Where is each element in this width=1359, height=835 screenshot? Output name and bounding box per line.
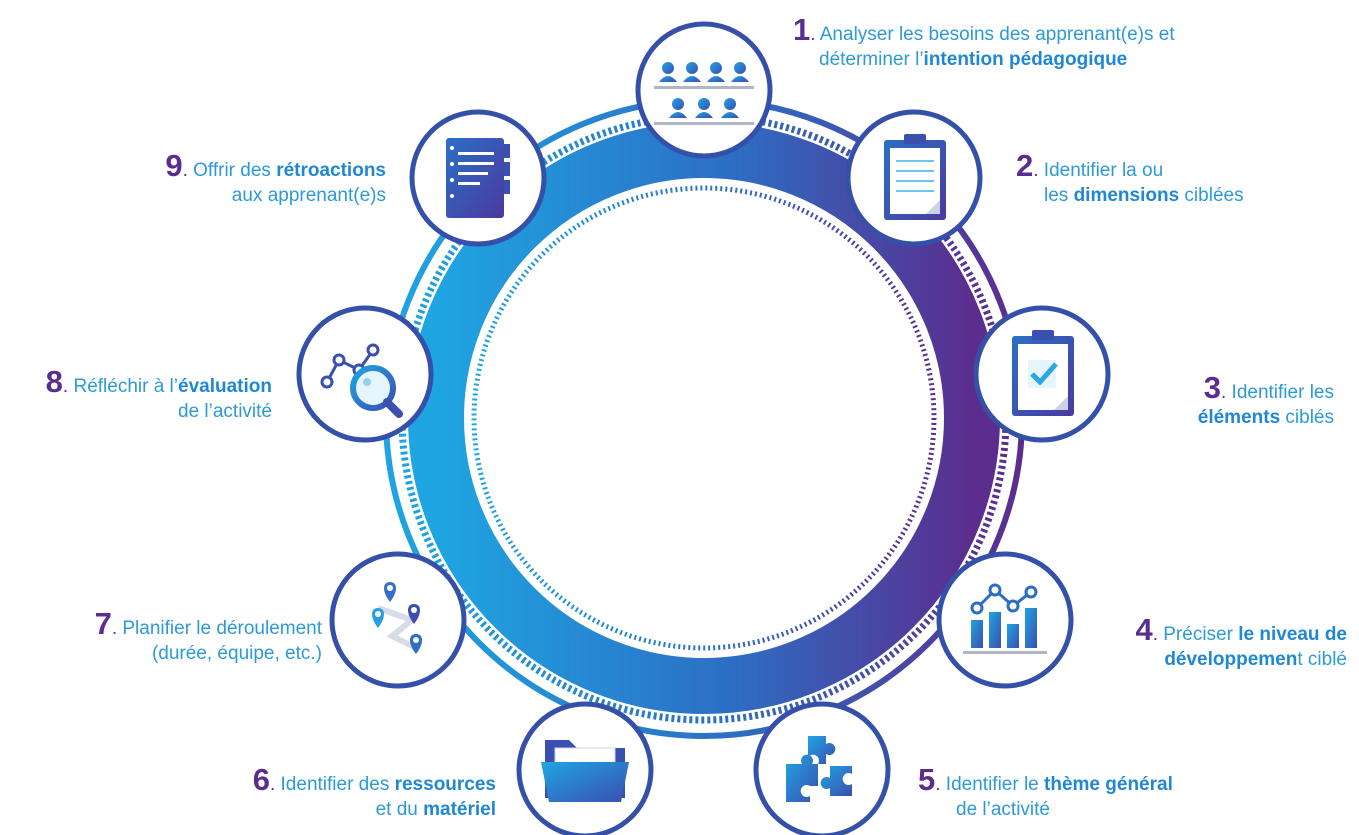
step-dot: . bbox=[1152, 624, 1158, 645]
step-dot: . bbox=[1220, 382, 1227, 403]
step-5-label: 5. Identifier le thème général de l’acti… bbox=[918, 764, 1173, 822]
step-number: 9 bbox=[165, 148, 183, 183]
step-2-label: 2. Identifier la ou les dimensions ciblé… bbox=[1016, 150, 1244, 208]
step-keyword: rétroactions bbox=[276, 160, 386, 181]
step-dot: . bbox=[1033, 160, 1039, 181]
step-dot: . bbox=[810, 24, 816, 45]
step-number: 2 bbox=[1016, 148, 1034, 183]
magnifier-graph-icon bbox=[320, 343, 403, 418]
step-text: déterminer l’ bbox=[819, 48, 924, 70]
step-text: et du bbox=[375, 798, 424, 820]
classroom-audience-icon bbox=[654, 62, 754, 125]
step-6-label: 6. Identifier des ressources et du matér… bbox=[200, 764, 496, 822]
step-text: Planifier le déroulement bbox=[117, 618, 322, 639]
step-keyword: dimensions bbox=[1073, 184, 1180, 206]
step-text: t ciblé bbox=[1297, 648, 1347, 670]
step-keyword: le niveau de bbox=[1238, 624, 1347, 645]
step-number: 6 bbox=[252, 762, 270, 797]
step-number: 8 bbox=[45, 364, 63, 399]
step-text: de l’activité bbox=[178, 400, 272, 422]
step-text: Identifier des bbox=[275, 774, 395, 795]
step-keyword: évaluation bbox=[178, 376, 272, 397]
step-text: Identifier les bbox=[1226, 382, 1334, 403]
node-7 bbox=[329, 551, 467, 689]
notebook-icon bbox=[446, 138, 510, 218]
step-9-label: 9. Offrir des rétroactions aux apprenant… bbox=[112, 150, 386, 208]
step-text: (durée, équipe, etc.) bbox=[151, 642, 322, 664]
step-4-label: 4. Préciser le niveau de développement c… bbox=[1085, 614, 1347, 672]
node-9 bbox=[409, 109, 547, 247]
step-text: ciblées bbox=[1179, 184, 1244, 206]
node-1 bbox=[635, 21, 773, 159]
step-7-label: 7. Planifier le déroulement (durée, équi… bbox=[40, 608, 322, 666]
puzzle-pieces-icon bbox=[786, 736, 852, 802]
step-text: les bbox=[1044, 184, 1074, 206]
step-keyword: éléments bbox=[1197, 406, 1281, 428]
map-pins-route-icon bbox=[372, 582, 422, 654]
node-4 bbox=[936, 551, 1074, 689]
step-text: de l’activité bbox=[956, 798, 1050, 820]
node-8 bbox=[296, 305, 434, 443]
clipboard-list-icon bbox=[884, 134, 946, 220]
node-5 bbox=[753, 701, 891, 835]
step-number: 1 bbox=[793, 12, 811, 47]
step-text: Offrir des bbox=[187, 160, 277, 181]
bar-chart-icon bbox=[963, 583, 1047, 654]
step-keyword: matériel bbox=[423, 798, 496, 820]
step-number: 5 bbox=[918, 762, 936, 797]
step-3-label: 3. Identifier les éléments ciblés bbox=[1130, 372, 1334, 430]
step-text: Identifier la ou bbox=[1038, 160, 1164, 181]
step-text: Identifier le bbox=[940, 774, 1045, 795]
step-text: Réfléchir à l’ bbox=[68, 376, 179, 397]
dashed-ring-inner bbox=[471, 185, 937, 651]
step-keyword: ressources bbox=[394, 774, 496, 795]
step-text: Préciser bbox=[1157, 624, 1239, 645]
node-3 bbox=[973, 305, 1111, 443]
step-text: Analyser les besoins des apprenant(e)s e… bbox=[815, 24, 1175, 45]
step-dot: . bbox=[111, 618, 118, 639]
step-1-label: 1. Analyser les besoins des apprenant(e)… bbox=[793, 14, 1175, 72]
step-number: 7 bbox=[94, 606, 112, 641]
clipboard-check-icon bbox=[1012, 330, 1074, 416]
step-number: 3 bbox=[1203, 370, 1221, 405]
step-keyword: développemen bbox=[1164, 648, 1298, 670]
step-keyword: thème général bbox=[1044, 774, 1173, 795]
step-dot: . bbox=[269, 774, 276, 795]
step-dot: . bbox=[935, 774, 941, 795]
step-dot: . bbox=[62, 376, 69, 397]
step-8-label: 8. Réfléchir à l’évaluation de l’activit… bbox=[6, 366, 272, 424]
node-6 bbox=[516, 701, 654, 835]
step-dot: . bbox=[182, 160, 188, 181]
folder-icon bbox=[541, 740, 629, 802]
step-keyword: intention pédagogique bbox=[923, 48, 1128, 70]
node-2 bbox=[845, 109, 983, 247]
step-text: aux apprenant(e)s bbox=[231, 184, 386, 206]
step-text: ciblés bbox=[1280, 406, 1334, 428]
step-number: 4 bbox=[1135, 612, 1153, 647]
